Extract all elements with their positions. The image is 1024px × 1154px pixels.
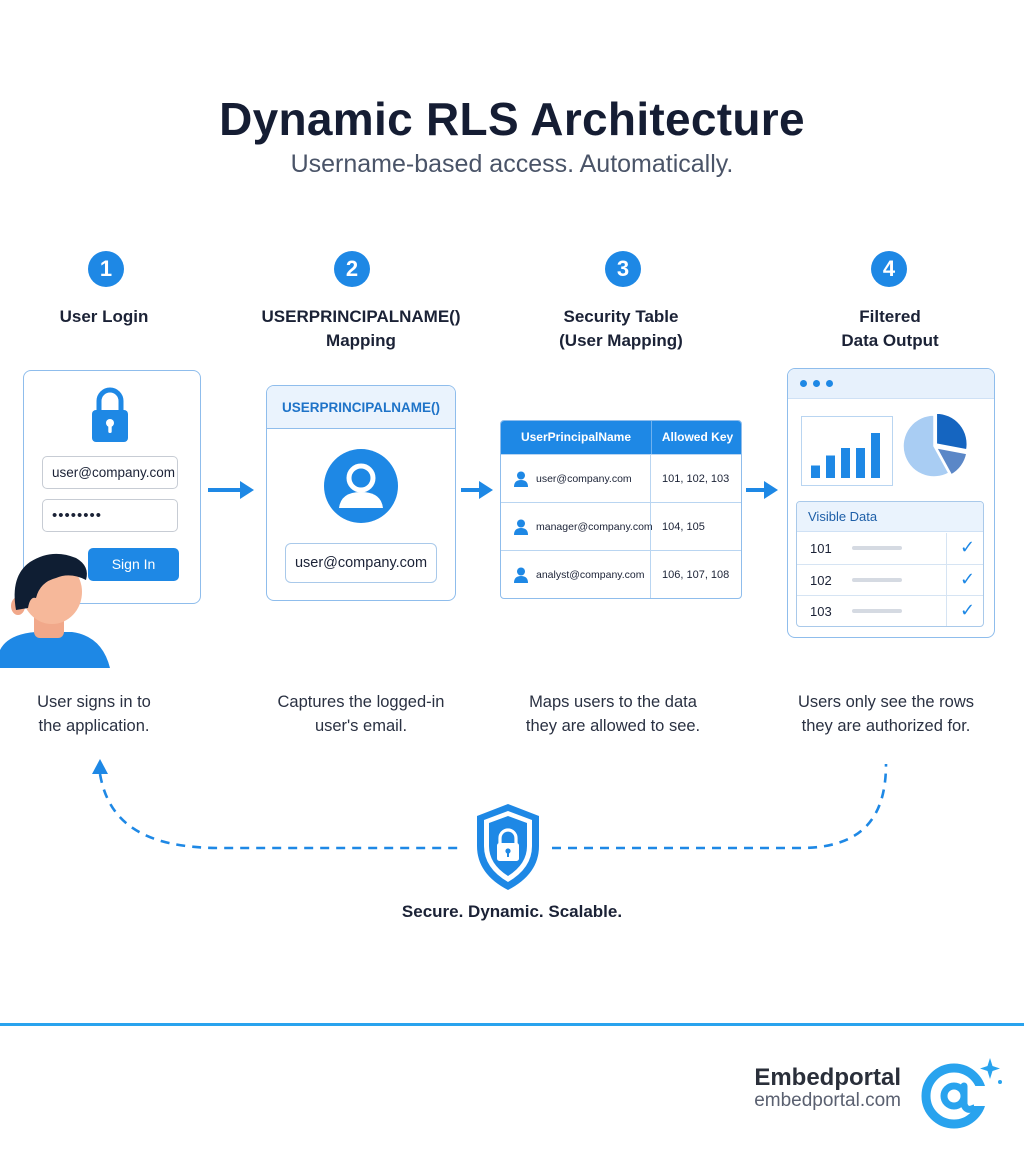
row-email: user@company.com [536,473,632,485]
step-3-caption-line-1: Maps users to the data [529,693,697,711]
feedback-loop-connector [92,759,888,850]
row-email: manager@company.com [536,521,653,533]
step-4-title-line-1: Filtered [859,307,921,326]
list-item: 101 ✓ [797,533,983,564]
list-item: 102 ✓ [797,564,983,595]
page-title: Dynamic RLS Architecture [219,93,805,145]
table-row: manager@company.com 104, 105 [501,502,741,550]
row-id: 102 [810,573,832,588]
step-2-title-line-2: Mapping [326,331,396,350]
row-keys: 104, 105 [662,521,705,533]
tagline: Secure. Dynamic. Scalable. [401,902,623,921]
row-keys: 106, 107, 108 [662,569,730,581]
step-4-number: 4 [871,251,907,287]
step-3-title-line-2: (User Mapping) [559,331,683,350]
table-row: user@company.com 101, 102, 103 [501,454,741,502]
sign-in-button[interactable]: Sign In [88,548,179,581]
step-3-number: 3 [605,251,641,287]
step-1-caption: User signs in to the application. [0,690,214,738]
user-illustration-icon [0,553,110,668]
step-4-caption: Users only see the rows they are authori… [766,690,1006,738]
check-icon: ✓ [960,569,976,589]
arrow-right-icon [208,481,254,499]
window-titlebar [788,369,994,399]
column-header-allowed-key: Allowed Key [651,421,741,454]
at-sign-icon [921,1058,1002,1129]
user-icon [514,471,528,487]
chart-bar [871,433,880,478]
check-icon: ✓ [960,600,976,620]
mapping-card-header: USERPRINCIPALNAME() [267,386,455,429]
list-item: 103 ✓ [797,595,983,626]
step-1-title-line-1: User Login [59,307,149,326]
password-field[interactable]: •••••••• [42,499,178,532]
step-2-title-line-1: USERPRINCIPALNAME() [261,307,461,326]
step-4-title: Filtered Data Output [770,305,1010,353]
step-3-caption-line-2: they are allowed to see. [525,717,701,735]
bar-chart-icon [801,416,893,486]
step-3-title-line-1: Security Table [563,307,679,326]
footer-divider [0,1023,1024,1026]
pie-slice [935,446,968,476]
check-icon: ✓ [960,537,976,557]
step-3-title: Security Table (User Mapping) [501,305,741,353]
step-1-caption-line-2: the application. [38,717,150,735]
mapping-card: USERPRINCIPALNAME() user@company.com [266,385,456,601]
chart-bar [856,448,865,478]
row-email: analyst@company.com [536,569,645,581]
step-2-number: 2 [334,251,370,287]
arrow-right-icon [746,481,778,499]
chart-bar [826,455,835,478]
brand-url[interactable]: embedportal.com [754,1090,901,1111]
step-3-caption: Maps users to the data they are allowed … [493,690,733,738]
security-table: UserPrincipalName Allowed Key user@compa… [500,420,742,599]
row-keys: 101, 102, 103 [662,473,730,485]
arrow-right-icon [461,481,493,499]
step-2-caption: Captures the logged-in user's email. [241,690,481,738]
row-id: 101 [810,541,832,556]
step-1-number: 1 [88,251,124,287]
pie-chart-icon [902,412,968,478]
column-header-upn: UserPrincipalName [501,421,651,454]
brand-name: Embedportal [754,1064,901,1091]
step-1-title: User Login [0,305,224,329]
row-id: 103 [810,604,832,619]
user-icon [514,519,528,535]
shield-lock-icon [477,804,539,890]
step-4-title-line-2: Data Output [841,331,939,350]
chart-bar [841,448,850,478]
padlock-icon [92,387,128,442]
pie-slice [902,414,950,478]
visible-data-table: Visible Data 101 ✓ 102 ✓ 103 ✓ [796,501,984,627]
step-2-caption-line-1: Captures the logged-in [277,693,445,711]
user-avatar-icon [324,449,398,523]
chart-bar [811,465,820,478]
visible-data-header: Visible Data [797,502,983,532]
mapped-email: user@company.com [285,543,437,583]
email-field[interactable]: user@company.com [42,456,178,489]
step-2-caption-line-2: user's email. [314,717,408,735]
step-1-caption-line-1: User signs in to [37,693,151,711]
step-4-caption-line-1: Users only see the rows [797,693,975,711]
user-icon [514,567,528,583]
output-card: Visible Data 101 ✓ 102 ✓ 103 ✓ [787,368,995,638]
step-4-caption-line-2: they are authorized for. [801,717,971,735]
step-2-title: USERPRINCIPALNAME() Mapping [241,305,481,353]
page-subtitle: Username-based access. Automatically. [290,150,734,178]
pie-slice [935,412,968,451]
table-row: analyst@company.com 106, 107, 108 [501,550,741,598]
